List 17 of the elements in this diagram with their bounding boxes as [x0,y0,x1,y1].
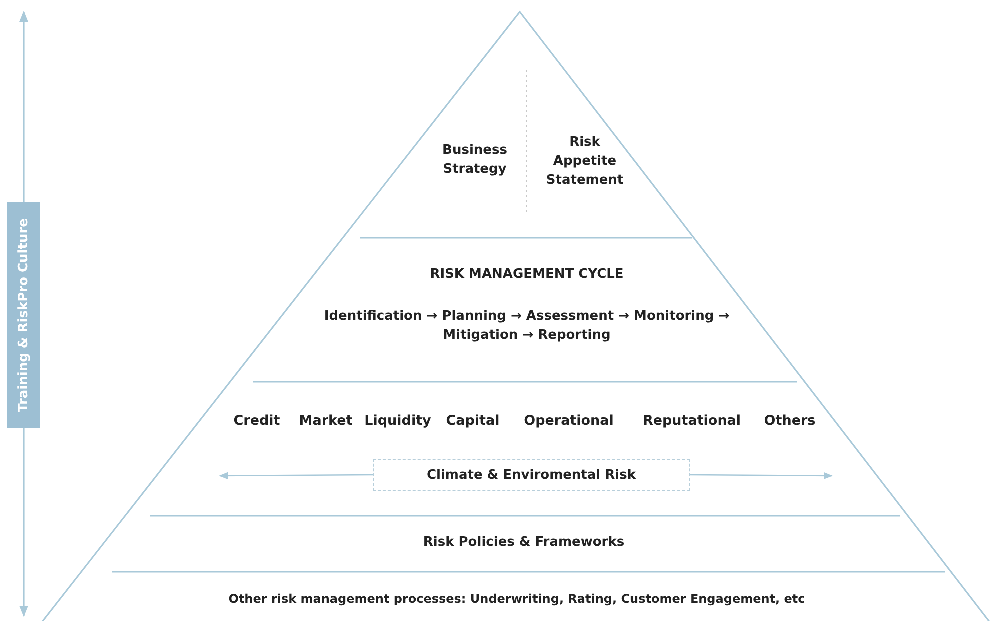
arrow [690,472,833,480]
tier-text: Risk Appetite Statement [545,134,625,190]
tier-heading: RISK MANAGEMENT CYCLE [430,266,624,284]
side-label-box: Training & RiskPro Culture [7,202,40,428]
tier-text: Risk Policies & Frameworks [423,534,625,552]
risk-type-label: Others [764,412,816,431]
risk-type-label: Credit [234,412,280,431]
tier-text: Other risk management processes: Underwriting, Rating, Customer Engagement, etc [228,591,806,608]
risk-type-label: Market [299,412,353,431]
tier-text: Business Strategy [442,142,508,179]
risk-type-label: Operational [524,412,614,431]
risk-type-label: Liquidity [364,412,432,431]
risk-type-label: Reputational [642,412,742,431]
tier-text: Identification → Planning → Assessment → Monitoring → Mitigation → Reporting [323,308,731,345]
dashed-box: Climate & Enviromental Risk [373,459,690,491]
risk-type-label: Capital [446,412,500,431]
arrow [219,472,373,480]
